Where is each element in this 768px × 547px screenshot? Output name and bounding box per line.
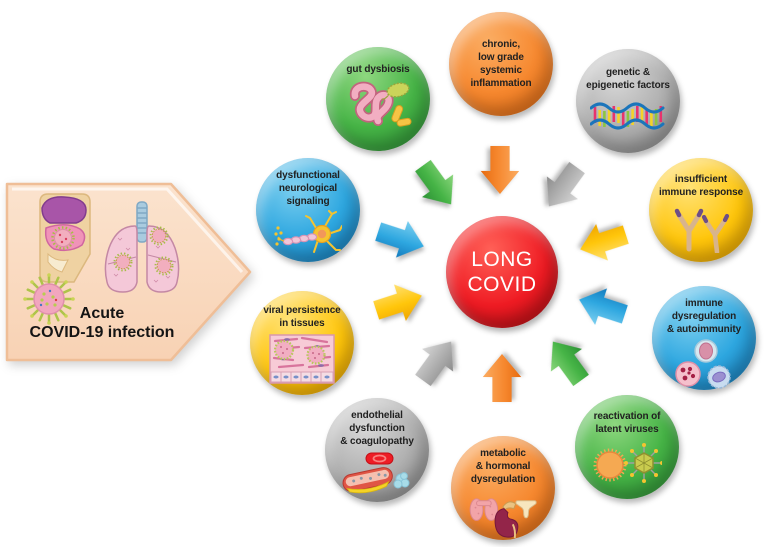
thyroid — [469, 498, 499, 521]
lungs-icon — [104, 201, 180, 293]
factor-circle-latent-virus-reactivation: reactivation of latent viruses — [575, 395, 679, 499]
factor-label: chronic, low grade systemic inflammation — [470, 39, 532, 89]
factor-circle-metabolic-dysregulation: metabolic & hormonal dysregulation — [451, 436, 555, 540]
nasal-cavity-icon — [39, 193, 91, 283]
coronavirus-icon — [23, 273, 75, 325]
factor-label: dysfunctional neurological signaling — [276, 170, 340, 207]
arrow-chronic-inflammation — [480, 146, 520, 194]
arrow-viral-persistence — [370, 277, 428, 330]
acute-covid-source-arrow: Acute COVID-19 infection — [4, 176, 256, 368]
factor-label: gut dysbiosis — [346, 64, 410, 75]
clot-blob — [393, 472, 410, 489]
center-label: LONG COVID — [467, 247, 537, 296]
neuron-icon — [274, 210, 342, 253]
factor-circle-genetic-factors: genetic & epigenetic factors — [576, 49, 680, 153]
arrow-insufficient-immune — [574, 216, 632, 269]
factor-circle-gut-dysbiosis: gut dysbiosis — [326, 47, 430, 151]
arrow-immune-dysregulation — [573, 281, 631, 334]
factor-circle-neurological-signaling: dysfunctional neurological signaling — [256, 158, 360, 262]
dna-icon — [590, 102, 665, 130]
intestines-bacteria-icon — [349, 81, 412, 127]
endocrine-organs-icon — [469, 498, 537, 539]
factor-circle-endothelial-dysfunction: endothelial dysfunction & coagulopathy — [325, 398, 429, 502]
factor-label: immune dysregulation & autoimmunity — [666, 298, 742, 335]
factor-label: metabolic & hormonal dysregulation — [470, 448, 536, 485]
factor-circle-immune-dysregulation: immune dysregulation & autoimmunity — [652, 286, 756, 390]
arrow-neurological-signaling — [372, 213, 430, 266]
factor-label: genetic & epigenetic factors — [586, 67, 670, 91]
pituitary — [515, 500, 537, 519]
arrow-latent-virus-reactivation — [537, 330, 598, 392]
arrow-endothelial-dysfunction — [407, 330, 468, 392]
arrow-gut-dysbiosis — [407, 154, 468, 216]
factor-label: insufficient immune response — [658, 174, 744, 198]
factor-label: reactivation of latent viruses — [593, 411, 661, 435]
center-circle-long-covid: LONG COVID — [446, 216, 558, 328]
antibodies-icon — [674, 208, 730, 253]
infected-tissue-icon — [269, 334, 335, 384]
immune-cells-icon — [675, 339, 731, 389]
factor-label: viral persistence in tissues — [263, 305, 341, 329]
factor-circle-viral-persistence: viral persistence in tissues — [250, 291, 354, 395]
arrow-genetic-factors — [533, 156, 594, 218]
adrenal-kidney — [494, 501, 519, 539]
viruses-icon — [593, 443, 662, 483]
factor-circle-chronic-inflammation: chronic, low grade systemic inflammation — [449, 12, 553, 116]
factor-circle-insufficient-immune: insufficient immune response — [649, 158, 753, 262]
source-arrow-label: Acute COVID-19 infection — [29, 305, 175, 342]
arrow-metabolic-dysregulation — [482, 354, 522, 402]
blood-vessel-clot-icon — [342, 452, 410, 494]
factor-label: endothelial dysfunction & coagulopathy — [340, 410, 414, 447]
